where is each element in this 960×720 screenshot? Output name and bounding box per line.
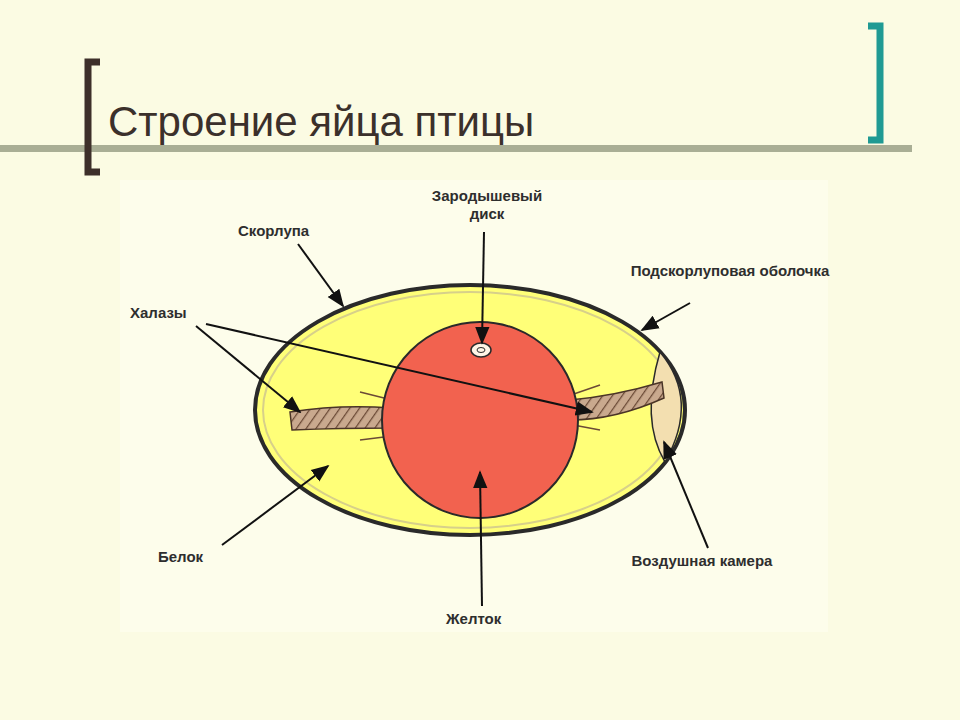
part-label: Подскорлуповая оболочка — [630, 262, 830, 280]
part-label: Зародышевый диск — [427, 187, 547, 223]
left-bracket — [88, 62, 100, 172]
part-label: Воздушная камера — [627, 552, 777, 570]
chalaza-right — [570, 382, 664, 420]
slide-title: Строение яйца птицы — [108, 98, 534, 146]
part-label: Белок — [158, 548, 203, 566]
part-label: Скорлупа — [238, 222, 309, 240]
chalaza-left — [290, 407, 392, 430]
right-bracket — [868, 26, 880, 140]
egg-shell — [255, 285, 685, 535]
part-label: Халазы — [130, 304, 187, 322]
leader-lines — [196, 232, 708, 606]
shell-membrane — [263, 292, 677, 528]
divider-line — [0, 145, 912, 152]
part-label: Желток — [446, 610, 501, 628]
picture-ground — [120, 180, 828, 632]
germinal-disc-core — [477, 348, 485, 353]
germinal-disc — [471, 343, 491, 357]
